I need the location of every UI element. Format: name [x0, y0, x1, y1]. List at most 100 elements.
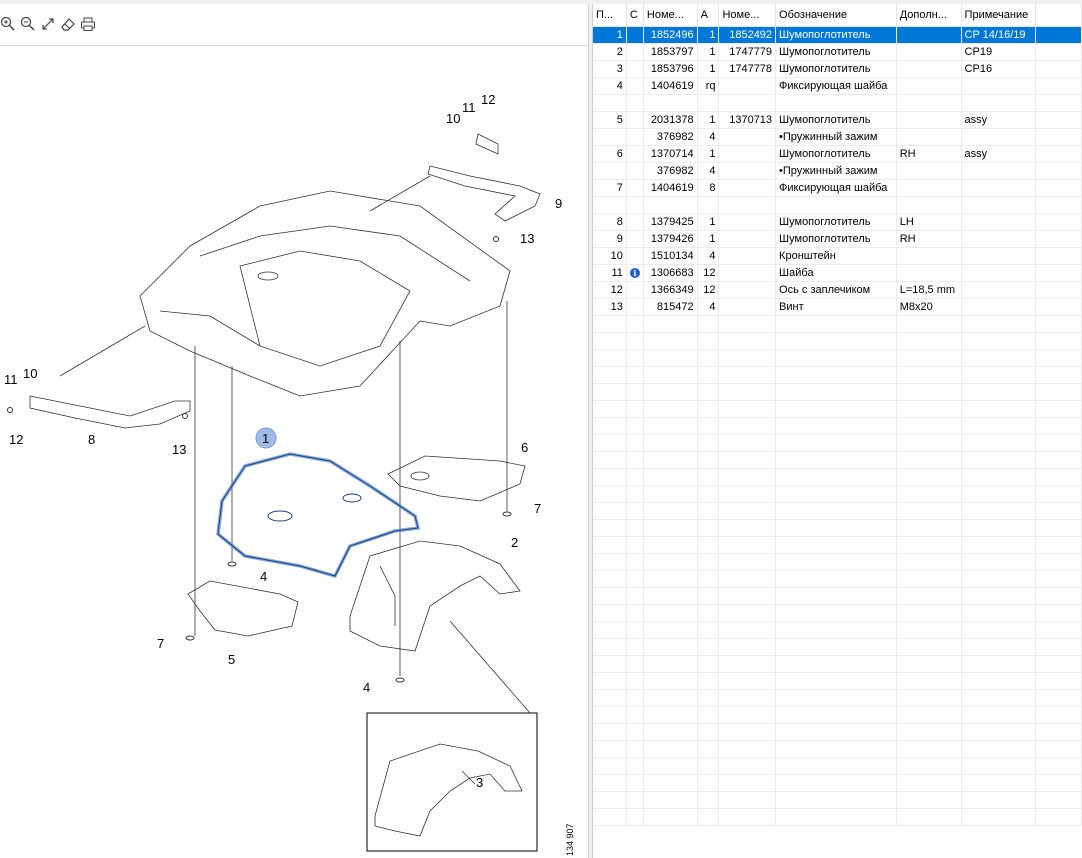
- cell-note: CP19: [961, 43, 1037, 61]
- empty-cell: [896, 689, 962, 707]
- info-icon[interactable]: i: [629, 268, 640, 279]
- cell-number: 1370714: [643, 145, 698, 163]
- cell-info: [626, 162, 644, 180]
- callout-1[interactable]: 1: [262, 431, 269, 446]
- cell-note: [961, 77, 1037, 95]
- callout-10[interactable]: 10: [446, 111, 460, 126]
- col-header-extra[interactable]: Дополн...: [896, 4, 962, 27]
- empty-cell: [961, 774, 1037, 792]
- callout-4[interactable]: 4: [363, 680, 370, 695]
- empty-cell: [626, 553, 644, 571]
- empty-cell: [643, 485, 698, 503]
- empty-cell: [961, 570, 1037, 588]
- cell-note: [961, 179, 1037, 197]
- cell-number2: [718, 230, 777, 248]
- zoom-out-button[interactable]: [20, 16, 36, 32]
- callout-5[interactable]: 5: [228, 652, 235, 667]
- empty-row: [593, 689, 1082, 707]
- col-header-qty[interactable]: А: [697, 4, 720, 27]
- empty-cell: [593, 400, 627, 418]
- empty-cell: [626, 638, 644, 656]
- diagram-toolbar: [0, 14, 96, 34]
- empty-cell: [643, 553, 698, 571]
- empty-cell: [697, 400, 720, 418]
- empty-cell: [775, 774, 897, 792]
- callout-13[interactable]: 13: [172, 442, 186, 457]
- part-5: [187, 580, 299, 637]
- col-header-number[interactable]: Номе...: [643, 4, 698, 27]
- cell-number2: [718, 179, 777, 197]
- pane-splitter[interactable]: [588, 4, 593, 858]
- col-header-note[interactable]: Примечание: [961, 4, 1037, 27]
- callout-11[interactable]: 11: [462, 100, 476, 115]
- cell-note: assy: [961, 145, 1037, 163]
- cell-qty: 1: [697, 111, 720, 129]
- col-header-number2[interactable]: Номе...: [718, 4, 777, 27]
- empty-cell: [697, 502, 720, 520]
- detail-inset: [366, 712, 538, 852]
- floor-panel: [139, 190, 511, 397]
- cell-filler: [1035, 94, 1082, 112]
- callout-13[interactable]: 13: [520, 231, 534, 246]
- empty-cell: [697, 332, 720, 350]
- callout-7[interactable]: 7: [534, 501, 541, 516]
- empty-cell: [643, 791, 698, 809]
- cell-info: [626, 128, 644, 146]
- callout-3[interactable]: 3: [476, 775, 483, 790]
- empty-cell: [593, 791, 627, 809]
- cell-number: 1306683: [643, 264, 698, 282]
- empty-cell: [697, 485, 720, 503]
- callout-4[interactable]: 4: [260, 569, 267, 584]
- empty-cell: [626, 485, 644, 503]
- part-6: [387, 455, 526, 502]
- zoom-in-button[interactable]: [0, 16, 16, 32]
- callout-9[interactable]: 9: [555, 196, 562, 211]
- empty-cell: [697, 740, 720, 758]
- table-row[interactable]: [593, 94, 1082, 112]
- empty-cell: [626, 808, 644, 826]
- empty-cell: [643, 468, 698, 486]
- cell-pos: 6: [593, 145, 627, 163]
- cell-number2: [718, 264, 777, 282]
- cell-note: [961, 264, 1037, 282]
- callout-8[interactable]: 8: [88, 432, 95, 447]
- empty-cell: [775, 553, 897, 571]
- empty-cell: [961, 791, 1037, 809]
- cell-info: [626, 281, 644, 299]
- cell-pos: 3: [593, 60, 627, 78]
- eraser-button[interactable]: [60, 16, 76, 32]
- callout-12[interactable]: 12: [9, 432, 23, 447]
- empty-cell: [961, 366, 1037, 384]
- col-header-name[interactable]: Обозначение: [775, 4, 897, 27]
- col-header-pos[interactable]: П...: [593, 4, 627, 27]
- callout-11[interactable]: 11: [4, 372, 18, 387]
- col-header-info[interactable]: С: [626, 4, 644, 27]
- callout-2[interactable]: 2: [511, 535, 518, 550]
- callout-6[interactable]: 6: [521, 440, 528, 455]
- cell-qty: rq: [697, 77, 720, 95]
- print-button[interactable]: [80, 16, 96, 32]
- empty-cell: [718, 417, 777, 435]
- cell-name: Шумопоглотитель: [775, 26, 897, 44]
- callout-12[interactable]: 12: [481, 92, 495, 107]
- cell-qty: 1: [697, 213, 720, 231]
- callout-7[interactable]: 7: [157, 636, 164, 651]
- fit-to-window-button[interactable]: [40, 16, 56, 32]
- table-row[interactable]: [593, 196, 1082, 214]
- callout-10[interactable]: 10: [23, 366, 37, 381]
